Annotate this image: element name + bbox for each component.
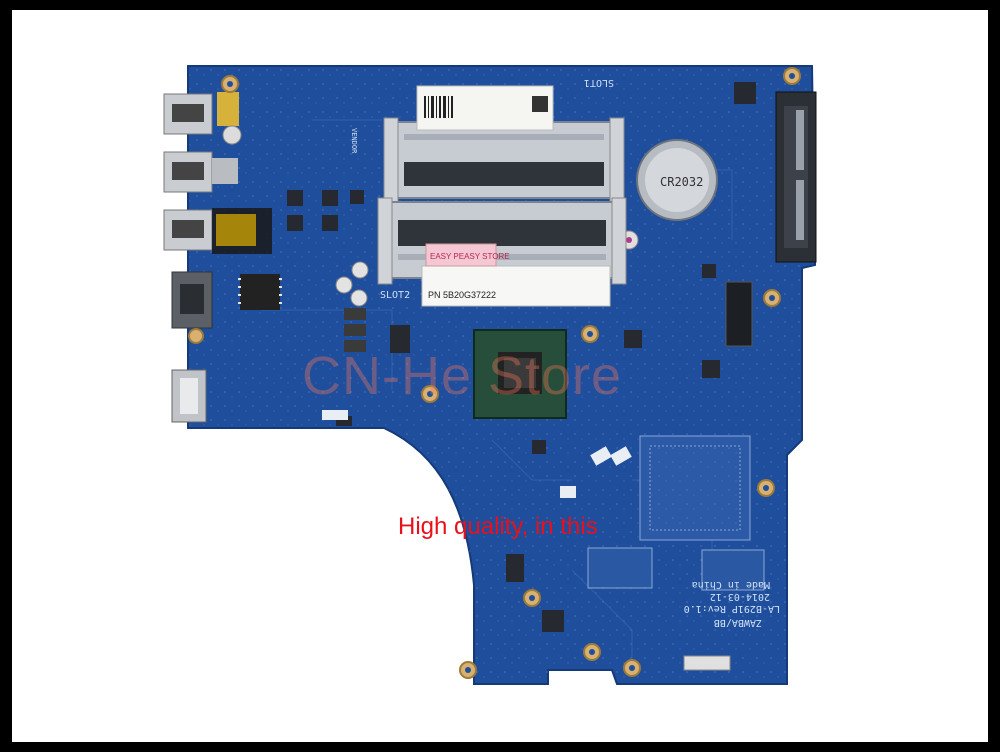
model-label: ZAWBA/BB [714, 617, 762, 628]
vendor-label: VENDOR [350, 128, 358, 154]
cpu [473, 329, 567, 419]
bottom-connector [683, 655, 731, 671]
revision-label: LA-B291P Rev:1.0 [684, 603, 780, 614]
ethernet-port [171, 271, 213, 329]
bga-footprint [639, 435, 751, 541]
m2-slot [725, 281, 753, 347]
slot2-label: SLOT2 [380, 290, 410, 301]
usb-port [163, 208, 272, 254]
sata-connector [775, 91, 817, 263]
ram-slot-1 [383, 117, 625, 205]
ram-slot-2 [377, 197, 627, 285]
vga-port [171, 369, 207, 423]
photo-frame: PN 5B20G37222 EASY PEASY STORE CR2032 [12, 10, 988, 742]
store-sticker-text: EASY PEASY STORE [430, 252, 510, 261]
store-sticker [425, 243, 497, 267]
date-label: 2014-03-12 [710, 591, 770, 602]
chip-footprint [587, 547, 765, 591]
motherboard-photo: PN 5B20G37222 EASY PEASY STORE CR2032 [163, 65, 817, 685]
capacitor [222, 125, 639, 307]
barcode-label [416, 85, 554, 131]
usb-port [163, 92, 239, 135]
battery-label: CR2032 [660, 175, 703, 189]
cmos-battery [636, 139, 718, 221]
quality-caption: High quality, in this [398, 513, 598, 540]
slot1-label: SLOT1 [584, 77, 614, 88]
usb-port [163, 151, 238, 193]
lan-chip [240, 274, 280, 310]
pn-sticker [421, 265, 611, 307]
origin-label: Made in China [692, 579, 770, 590]
pn-sticker-text: PN 5B20G37222 [428, 290, 496, 300]
store-watermark: CN-He Store [302, 346, 623, 406]
